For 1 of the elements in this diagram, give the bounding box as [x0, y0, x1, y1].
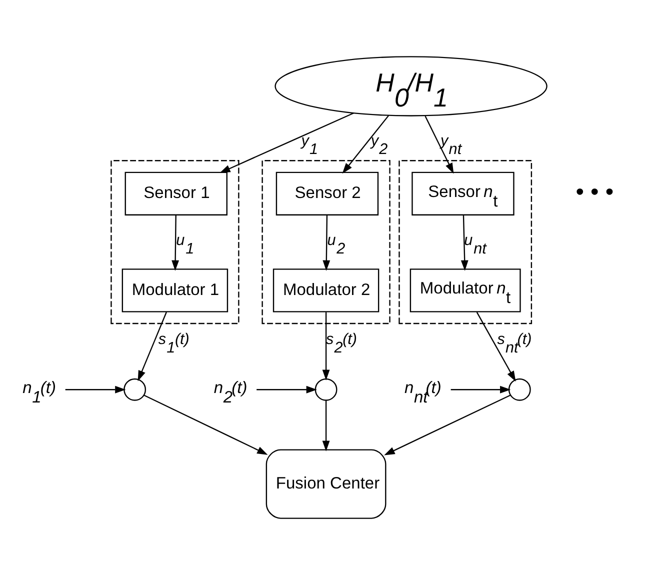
- label: • • •: [576, 180, 614, 206]
